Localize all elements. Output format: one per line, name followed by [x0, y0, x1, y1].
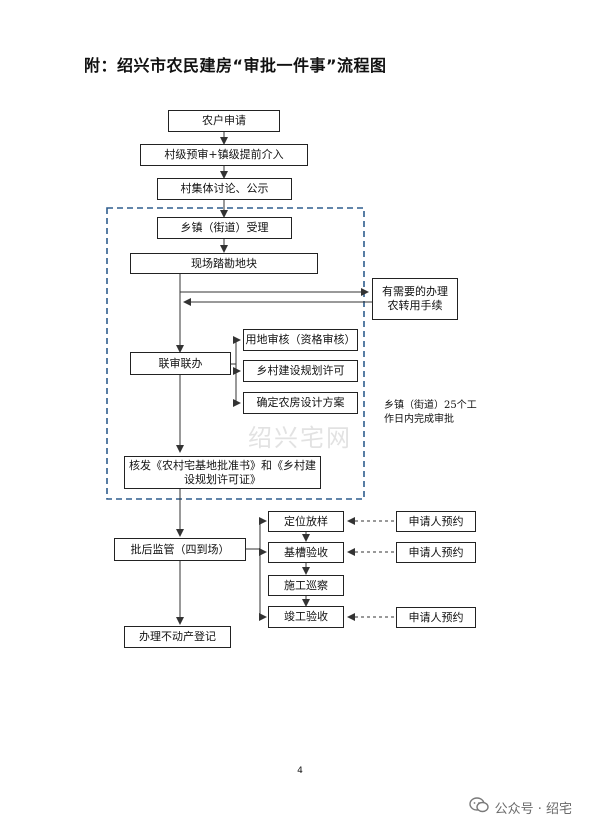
- stage-foundation-acceptance: 基槽验收: [268, 542, 344, 563]
- step-town-acceptance: 乡镇（街道）受理: [157, 217, 292, 239]
- stage-staking: 定位放样: [268, 511, 344, 532]
- step-farmland-conversion: 有需要的办理农转用手续: [372, 278, 458, 320]
- substep-planning-permit: 乡村建设规划许可: [243, 360, 358, 382]
- wechat-icon: [468, 797, 489, 817]
- step-issue-certificates: 核发《农村宅基地批准书》和《乡村建设规划许可证》: [124, 456, 321, 489]
- appointment-foundation: 申请人预约: [396, 542, 476, 563]
- substep-design-plan: 确定农房设计方案: [243, 392, 358, 414]
- page-title: 附：绍兴市农民建房“审批一件事”流程图: [84, 56, 387, 75]
- step-village-precheck: 村级预审+镇级提前介入: [140, 144, 308, 166]
- stage-construction-inspection: 施工巡察: [268, 575, 344, 596]
- appointment-staking: 申请人预约: [396, 511, 476, 532]
- substep-land-review: 用地审核（资格审核）: [243, 329, 358, 351]
- review-period-dashed-frame: [106, 207, 365, 500]
- approval-deadline-note: 乡镇（街道）25个工作日内完成审批: [384, 400, 477, 425]
- stage-completion-acceptance: 竣工验收: [268, 606, 344, 628]
- appointment-completion: 申请人预约: [396, 607, 476, 628]
- footer-account-text: 公众号 · 绍宅: [494, 801, 572, 817]
- step-farmer-application: 农户申请: [168, 110, 280, 132]
- watermark: 绍兴宅网: [248, 424, 352, 452]
- step-property-registration: 办理不动产登记: [124, 626, 231, 648]
- step-site-survey: 现场踏勘地块: [130, 253, 318, 274]
- page-number: 4: [297, 766, 303, 776]
- step-joint-review: 联审联办: [130, 352, 231, 375]
- step-village-discussion: 村集体讨论、公示: [157, 178, 292, 200]
- step-post-supervision: 批后监管（四到场）: [114, 538, 246, 561]
- footer-account: 公众号 · 绍宅: [468, 797, 572, 817]
